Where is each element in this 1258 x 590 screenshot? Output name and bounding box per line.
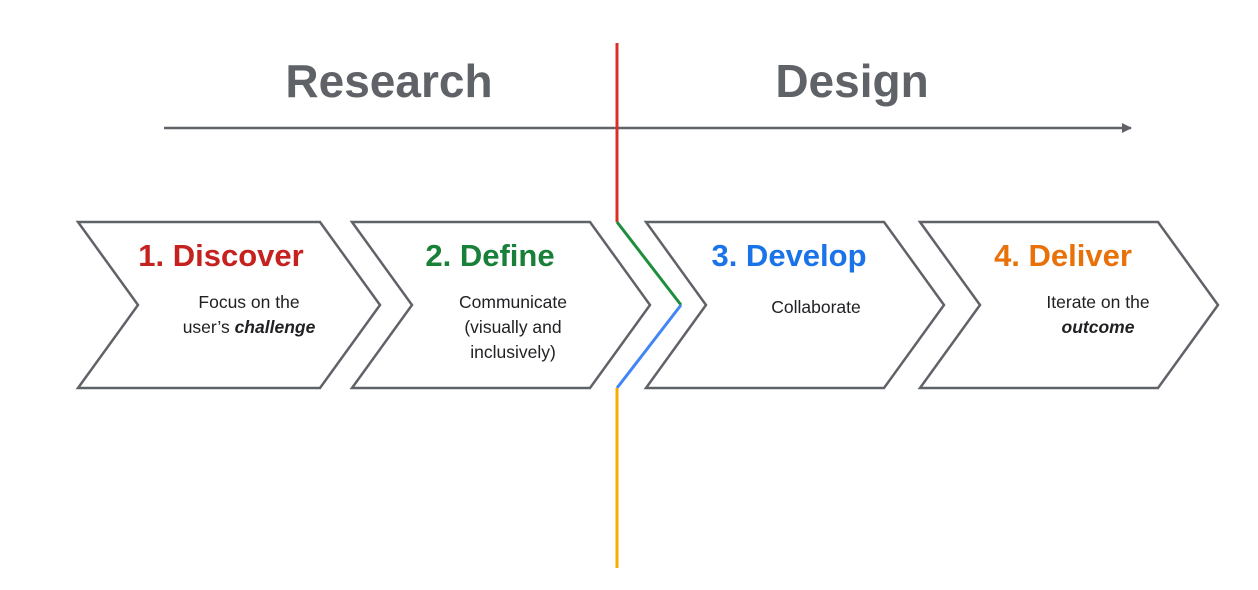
step-desc-discover-line-2: user’s challenge — [183, 317, 316, 337]
divider-segment-blue — [615, 304, 683, 389]
step-desc-deliver-emphasis: outcome — [1062, 317, 1135, 337]
step-chevron-discover — [75, 220, 382, 390]
step-title-define: 2. Define — [425, 238, 554, 273]
step-desc-define-line-3: inclusively) — [470, 342, 556, 362]
phase-title-design: Design — [775, 55, 928, 107]
phase-divider — [615, 43, 683, 568]
step-desc-discover-line-1: Focus on the — [198, 292, 299, 312]
step-desc-discover-emphasis: challenge — [235, 317, 316, 337]
phase-title-research: Research — [285, 55, 492, 107]
step-title-develop: 3. Develop — [711, 238, 866, 273]
step-desc-develop-line-1: Collaborate — [771, 297, 861, 317]
step-chevron-deliver — [917, 220, 1220, 390]
step-desc-deliver-line-1: Iterate on the — [1046, 292, 1149, 312]
step-title-deliver: 4. Deliver — [994, 238, 1132, 273]
step-desc-define-line-2: (visually and — [464, 317, 561, 337]
step-desc-define-line-1: Communicate — [459, 292, 567, 312]
step-title-discover: 1. Discover — [138, 238, 303, 273]
step-desc-deliver-line-2: outcome — [1062, 317, 1135, 337]
step-chevron-define — [349, 220, 652, 390]
step-chevron-develop — [643, 220, 946, 390]
step-desc-discover-line-2-text: user’s — [183, 317, 235, 337]
divider-segment-green — [615, 221, 683, 306]
